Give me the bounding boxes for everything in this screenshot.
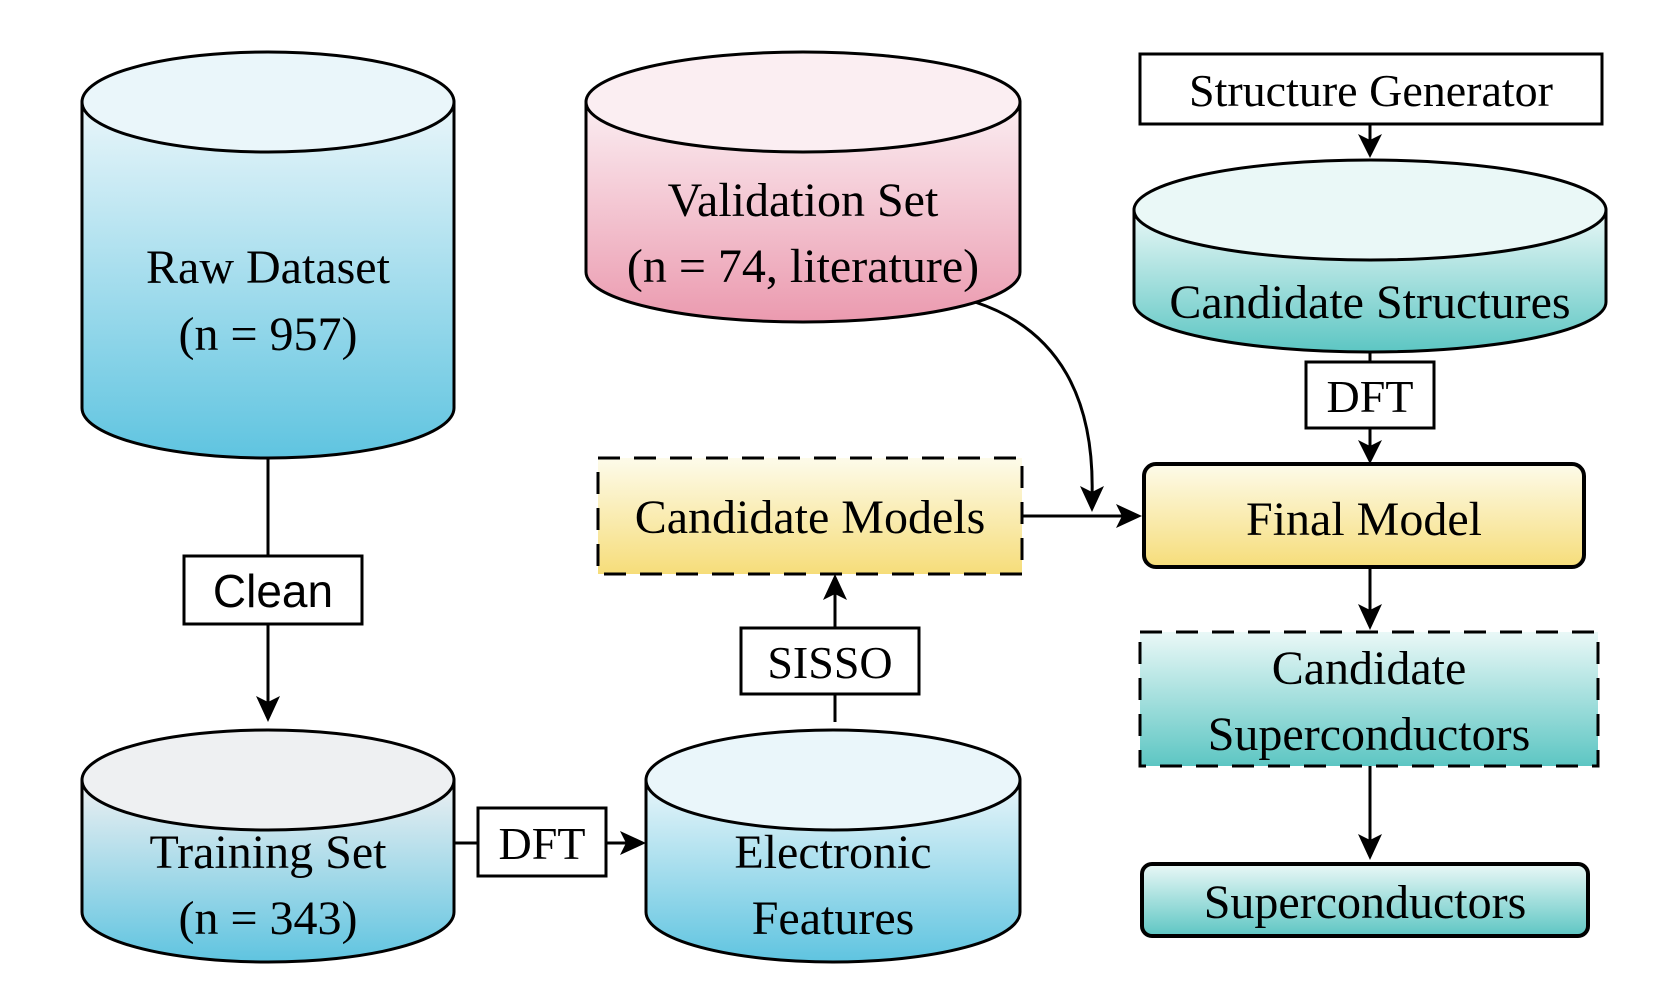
candidate-superconductors-label-line2: Superconductors: [1208, 708, 1531, 761]
candidate-structures-cylinder: Candidate Structures: [1132, 158, 1608, 354]
candidate-models-box: Candidate Models: [596, 456, 1024, 576]
electronic-features-label-line2: Features: [752, 892, 915, 945]
sisso-label-box: SISSO: [739, 626, 921, 696]
clean-label-box: Clean: [182, 554, 364, 626]
arrow-final-to-candidates: [1358, 604, 1382, 630]
dft-training-label-box: DFT: [476, 806, 608, 878]
superconductors-box: Superconductors: [1140, 862, 1590, 938]
arrow-dft-to-electronic: [620, 831, 646, 855]
dft-structures-label-box: DFT: [1304, 360, 1436, 430]
raw-dataset-label-line2: (n = 957): [178, 308, 357, 361]
structure-generator-label: Structure Generator: [1189, 65, 1553, 116]
electronic-features-cylinder: Electronic Features: [644, 728, 1022, 964]
superconductors-label: Superconductors: [1204, 876, 1527, 929]
arrow-models-to-final: [1116, 504, 1142, 528]
candidate-superconductors-box: Candidate Superconductors: [1138, 630, 1600, 768]
dft-training-label: DFT: [499, 818, 586, 869]
training-set-cylinder: Training Set (n = 343): [80, 728, 456, 964]
arrow-generator-to-structures: [1358, 134, 1382, 158]
dft-structures-label: DFT: [1327, 371, 1414, 422]
training-set-label-line1: Training Set: [150, 826, 388, 879]
candidate-structures-label: Candidate Structures: [1169, 276, 1570, 329]
candidate-models-label: Candidate Models: [635, 491, 986, 544]
electronic-features-label-line1: Electronic: [734, 826, 931, 879]
training-set-label-line2: (n = 343): [178, 892, 357, 945]
final-model-label: Final Model: [1246, 493, 1482, 546]
arrow-candidates-to-superconductors: [1358, 834, 1382, 860]
arrow-dft-to-final: [1358, 440, 1382, 464]
sisso-label: SISSO: [767, 637, 892, 688]
arrow-validation-to-final: [1080, 486, 1104, 512]
raw-dataset-label-line1: Raw Dataset: [146, 241, 391, 294]
structure-generator-box: Structure Generator: [1138, 52, 1604, 126]
arrow-sisso-to-models: [823, 574, 847, 600]
final-model-box: Final Model: [1142, 462, 1586, 569]
edge-validation-to-final: [974, 300, 1094, 499]
validation-set-label-line1: Validation Set: [668, 174, 939, 227]
arrow-clean-to-training: [256, 696, 280, 722]
raw-dataset-cylinder: Raw Dataset (n = 957): [80, 50, 456, 460]
candidate-superconductors-label-line1: Candidate: [1272, 642, 1467, 695]
validation-set-cylinder: Validation Set (n = 74, literature): [584, 50, 1022, 324]
validation-set-label-line2: (n = 74, literature): [627, 240, 979, 293]
clean-label: Clean: [213, 565, 333, 617]
